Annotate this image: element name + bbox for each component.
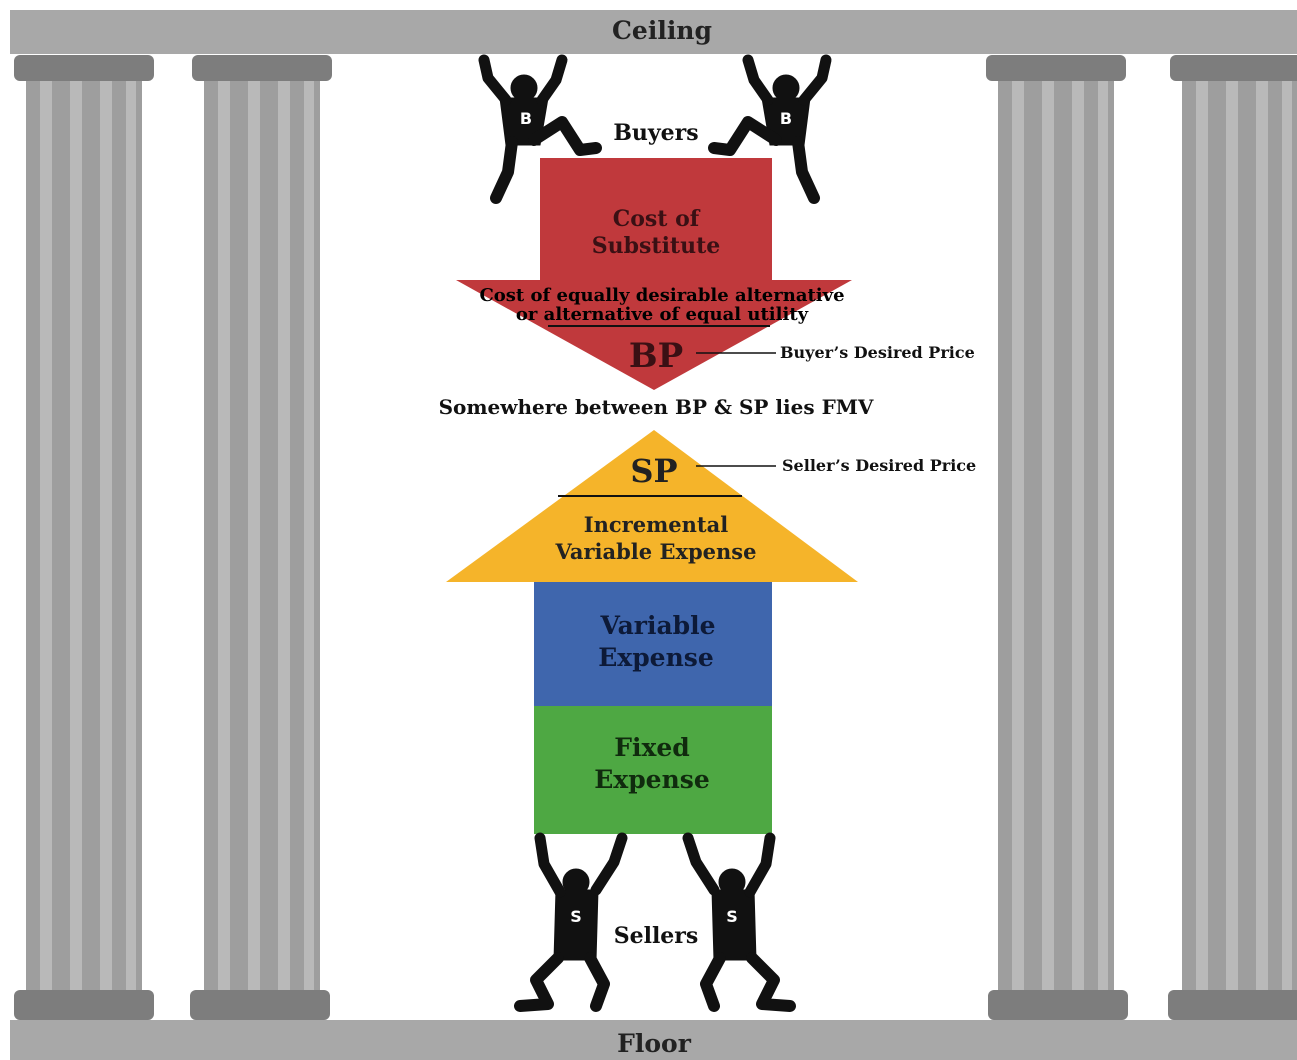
buyers-label: Buyers xyxy=(613,120,698,146)
buyer-figure-right: B xyxy=(708,54,832,204)
buyer-badge-left: B xyxy=(520,109,532,128)
ceiling-bar xyxy=(10,10,1297,54)
ceiling-label: Ceiling xyxy=(612,16,712,45)
fmv-statement: Somewhere between BP & SP lies FMV xyxy=(439,395,874,419)
buyer-badge-right: B xyxy=(780,109,792,128)
sellers-label: Sellers xyxy=(614,923,699,949)
seller-badge-right: S xyxy=(726,907,738,926)
bp-annotation: Buyer’s Desired Price xyxy=(780,343,975,362)
down-arrow-note-line2: or alternative of equal utility xyxy=(516,304,809,325)
down-arrow-title-line2: Substitute xyxy=(592,233,721,259)
column-3 xyxy=(986,55,1128,1020)
down-arrow-note-line1: Cost of equally desirable alternative xyxy=(479,285,844,306)
column-4 xyxy=(1168,55,1297,1020)
down-arrow: Cost of Substitute Cost of equally desir… xyxy=(456,158,852,390)
floor-bar xyxy=(10,1020,1297,1060)
seller-badge-left: S xyxy=(570,907,582,926)
column-2 xyxy=(190,55,332,1020)
sp-label: SP xyxy=(630,452,677,490)
floor-label: Floor xyxy=(617,1029,692,1058)
bp-label: BP xyxy=(629,336,683,376)
variable-expense-line2: Expense xyxy=(598,643,714,672)
seller-figure-right: S xyxy=(682,832,796,1012)
variable-expense-block: Variable Expense xyxy=(534,582,772,706)
sp-annotation: Seller’s Desired Price xyxy=(782,456,976,475)
fixed-expense-line1: Fixed xyxy=(614,733,690,762)
up-arrow-head-line1: Incremental xyxy=(584,512,728,537)
up-arrow: SP Incremental Variable Expense xyxy=(446,430,858,582)
fixed-expense-line2: Expense xyxy=(594,765,710,794)
seller-figure-left: S xyxy=(514,832,628,1012)
down-arrow-title-line1: Cost of xyxy=(613,206,701,232)
column-1 xyxy=(14,55,154,1020)
up-arrow-head-line2: Variable Expense xyxy=(555,539,757,564)
buyer-figure-left: B xyxy=(478,54,602,204)
variable-expense-line1: Variable xyxy=(599,611,715,640)
fixed-expense-block: Fixed Expense xyxy=(534,706,772,834)
